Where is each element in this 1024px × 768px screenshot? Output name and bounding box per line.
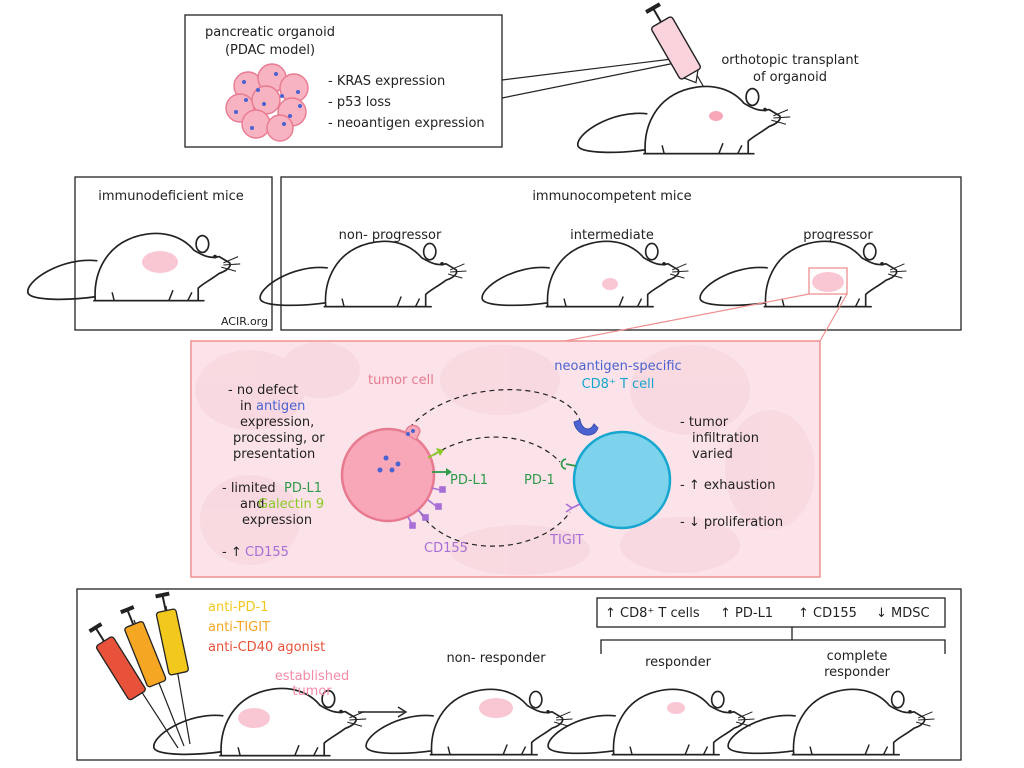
immunodeficient-label: immunodeficient mice <box>98 189 243 204</box>
note-and: and <box>240 497 264 512</box>
mechanism-background-cells <box>195 342 815 575</box>
note-in: in <box>240 399 252 414</box>
established-label-2: tumor <box>292 684 332 699</box>
outcome-complete-2: responder <box>824 665 891 680</box>
pd1-label: PD-1 <box>524 473 555 488</box>
note-limited: - limited <box>222 481 276 496</box>
marker-cd8: ↑ CD8⁺ T cells <box>605 606 700 621</box>
marker-mdsc: ↓ MDSC <box>876 606 930 621</box>
intermediate-tumor <box>602 278 618 290</box>
note-tumor: - tumor <box>680 415 729 430</box>
note-exhaustion: - ↑ exhaustion <box>680 478 775 493</box>
organoid-cluster <box>225 63 309 142</box>
group-non-progressor: non- progressor <box>339 228 442 243</box>
tcell-label-1: neoantigen-specific <box>554 359 681 374</box>
note-expression-2: expression <box>242 513 312 528</box>
zoom-indicator-box <box>808 267 848 295</box>
marker-box <box>596 597 946 628</box>
note-infiltration: infiltration <box>692 431 759 446</box>
note-cd155: CD155 <box>245 545 289 560</box>
progressor-tumor <box>812 272 844 292</box>
immunocompetent-panel: immunocompetent mice non- progressor int… <box>259 176 962 331</box>
responder-bracket <box>600 627 946 654</box>
cd155-tigit-arc <box>419 511 571 547</box>
connector-lines <box>501 57 681 99</box>
transplant-label-1: orthotopic transplant <box>721 53 858 68</box>
group-progressor: progressor <box>803 228 873 243</box>
non-responder-tumor <box>479 698 513 718</box>
organoid-panel: pancreatic organoid (PDAC model) - KRAS … <box>184 14 503 148</box>
drug-anti-tigit: anti-TIGIT <box>208 620 270 635</box>
organoid-feature-neoantigen: - neoantigen expression <box>328 116 485 131</box>
tigit-receptor <box>565 503 581 513</box>
pdl1-molecule <box>432 468 452 476</box>
note-varied: varied <box>692 447 733 462</box>
tcr-interaction-arc <box>403 389 581 436</box>
marker-pdl1: ↑ PD-L1 <box>720 606 773 621</box>
organoid-title-2: (PDAC model) <box>225 43 315 58</box>
note-presentation: presentation <box>233 447 315 462</box>
immunocompetent-label: immunocompetent mice <box>532 189 691 204</box>
note-pdl1: PD-L1 <box>284 481 322 496</box>
galectin-molecule <box>427 448 444 459</box>
transplant-mouse <box>576 85 792 155</box>
immunodeficient-tumor <box>142 251 178 273</box>
tcell <box>572 430 672 530</box>
treatment-panel: anti-PD-1 anti-TIGIT anti-CD40 agonist e… <box>76 588 962 761</box>
drug-anti-cd40: anti-CD40 agonist <box>208 640 325 655</box>
responder-tumor <box>667 702 685 714</box>
organoid-title-1: pancreatic organoid <box>205 25 335 40</box>
tcr-receptor <box>573 419 599 436</box>
tumor-cell-antigens <box>377 455 401 473</box>
credit-text: ACIR.org <box>221 315 268 328</box>
marker-cd155: ↑ CD155 <box>798 606 857 621</box>
transplant-tumor <box>709 111 723 121</box>
treatment-arrow <box>358 706 408 718</box>
zoom-lines <box>564 293 848 342</box>
pdl1-pd1-arc <box>433 436 561 463</box>
note-processing: processing, or <box>233 431 325 446</box>
note-no-defect: - no defect <box>228 383 298 398</box>
mechanism-panel: - no defect in antigen expression, proce… <box>190 340 821 578</box>
note-antigen: antigen <box>256 399 305 414</box>
pd1-receptor <box>560 458 577 470</box>
cd155-label: CD155 <box>424 541 468 556</box>
organoid-feature-kras: - KRAS expression <box>328 74 445 89</box>
tumor-cell <box>340 427 436 523</box>
group-intermediate: intermediate <box>570 228 654 243</box>
tumor-cell-label: tumor cell <box>368 373 434 388</box>
outcome-complete-1: complete <box>827 649 888 664</box>
outcome-responder: responder <box>645 655 712 670</box>
established-tumor <box>238 708 270 728</box>
cd155-molecules <box>407 486 446 529</box>
tigit-label: TIGIT <box>549 533 584 548</box>
outcome-non-responder: non- responder <box>446 651 546 666</box>
note-galectin: Galectin 9 <box>258 497 324 512</box>
organoid-feature-p53: - p53 loss <box>328 95 391 110</box>
note-expression: expression, <box>240 415 314 430</box>
syringe-anti-pd1 <box>155 591 191 745</box>
pdl1-label: PD-L1 <box>450 473 488 488</box>
transplant-label-2: of organoid <box>753 70 827 85</box>
note-proliferation: - ↓ proliferation <box>680 515 783 530</box>
tcell-label-2: CD8⁺ T cell <box>582 377 655 392</box>
drug-anti-pd1: anti-PD-1 <box>208 600 268 615</box>
note-up: - ↑ <box>222 545 242 560</box>
established-label-1: established <box>275 669 350 684</box>
immunodeficient-panel: immunodeficient mice ACIR.org <box>26 176 273 331</box>
